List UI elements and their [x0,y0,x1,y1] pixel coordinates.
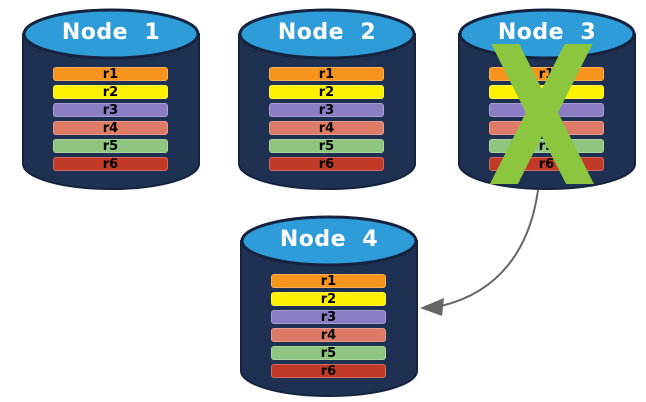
replica-label: r3 [538,102,555,118]
replica-label: r1 [320,273,337,289]
replica-label: r1 [538,66,555,82]
replica-bar-r2: r2 [489,85,604,99]
replica-bar-r1: r1 [53,67,168,81]
node-title: Node 1 [61,20,161,45]
replica-label: r2 [318,84,335,100]
replica-bar-r2: r2 [269,85,384,99]
replica-bar-r1: r1 [269,67,384,81]
failure-x-icon: X [487,7,597,230]
replica-bar-r5: r5 [269,139,384,153]
replica-bar-r5: r5 [53,139,168,153]
replica-bar-r4: r4 [269,121,384,135]
replica-label: r5 [320,345,337,361]
replica-label: r4 [320,327,337,343]
replica-label: r6 [102,156,119,172]
node-title: Node 3 [497,20,597,45]
replica-label: r5 [538,138,555,154]
replica-bar-r6: r6 [53,157,168,171]
replica-bar-r3: r3 [271,310,386,324]
replica-label: r1 [318,66,335,82]
node-title: Node 2 [277,20,377,45]
replica-label: r5 [318,138,335,154]
replica-label: r3 [320,309,337,325]
replica-label: r4 [538,120,555,136]
replica-bar-r4: r4 [53,121,168,135]
replica-label: r2 [320,291,337,307]
replica-label: r2 [538,84,555,100]
replica-bar-r2: r2 [53,85,168,99]
replica-bar-r3: r3 [53,103,168,117]
replica-bar-r6: r6 [271,364,386,378]
replica-label: r4 [318,120,335,136]
arrowhead-icon [420,298,444,316]
replica-label: r5 [102,138,119,154]
replica-bar-r1: r1 [489,67,604,81]
replica-bar-r3: r3 [489,103,604,117]
replica-label: r1 [102,66,119,82]
replica-bar-r5: r5 [489,139,604,153]
replica-bar-r3: r3 [269,103,384,117]
replica-bar-r6: r6 [269,157,384,171]
replica-label: r3 [102,102,119,118]
replica-label: r2 [102,84,119,100]
replica-label: r4 [102,120,119,136]
replica-bar-r6: r6 [489,157,604,171]
replica-label: r6 [320,363,337,379]
replica-bar-r4: r4 [271,328,386,342]
replica-label: r6 [318,156,335,172]
replica-bar-r4: r4 [489,121,604,135]
failover-arrow-line [440,189,539,307]
replica-bar-r2: r2 [271,292,386,306]
node-title: Node 4 [279,227,379,252]
replica-bar-r5: r5 [271,346,386,360]
replica-label: r6 [538,156,555,172]
replica-bar-r1: r1 [271,274,386,288]
replica-label: r3 [318,102,335,118]
